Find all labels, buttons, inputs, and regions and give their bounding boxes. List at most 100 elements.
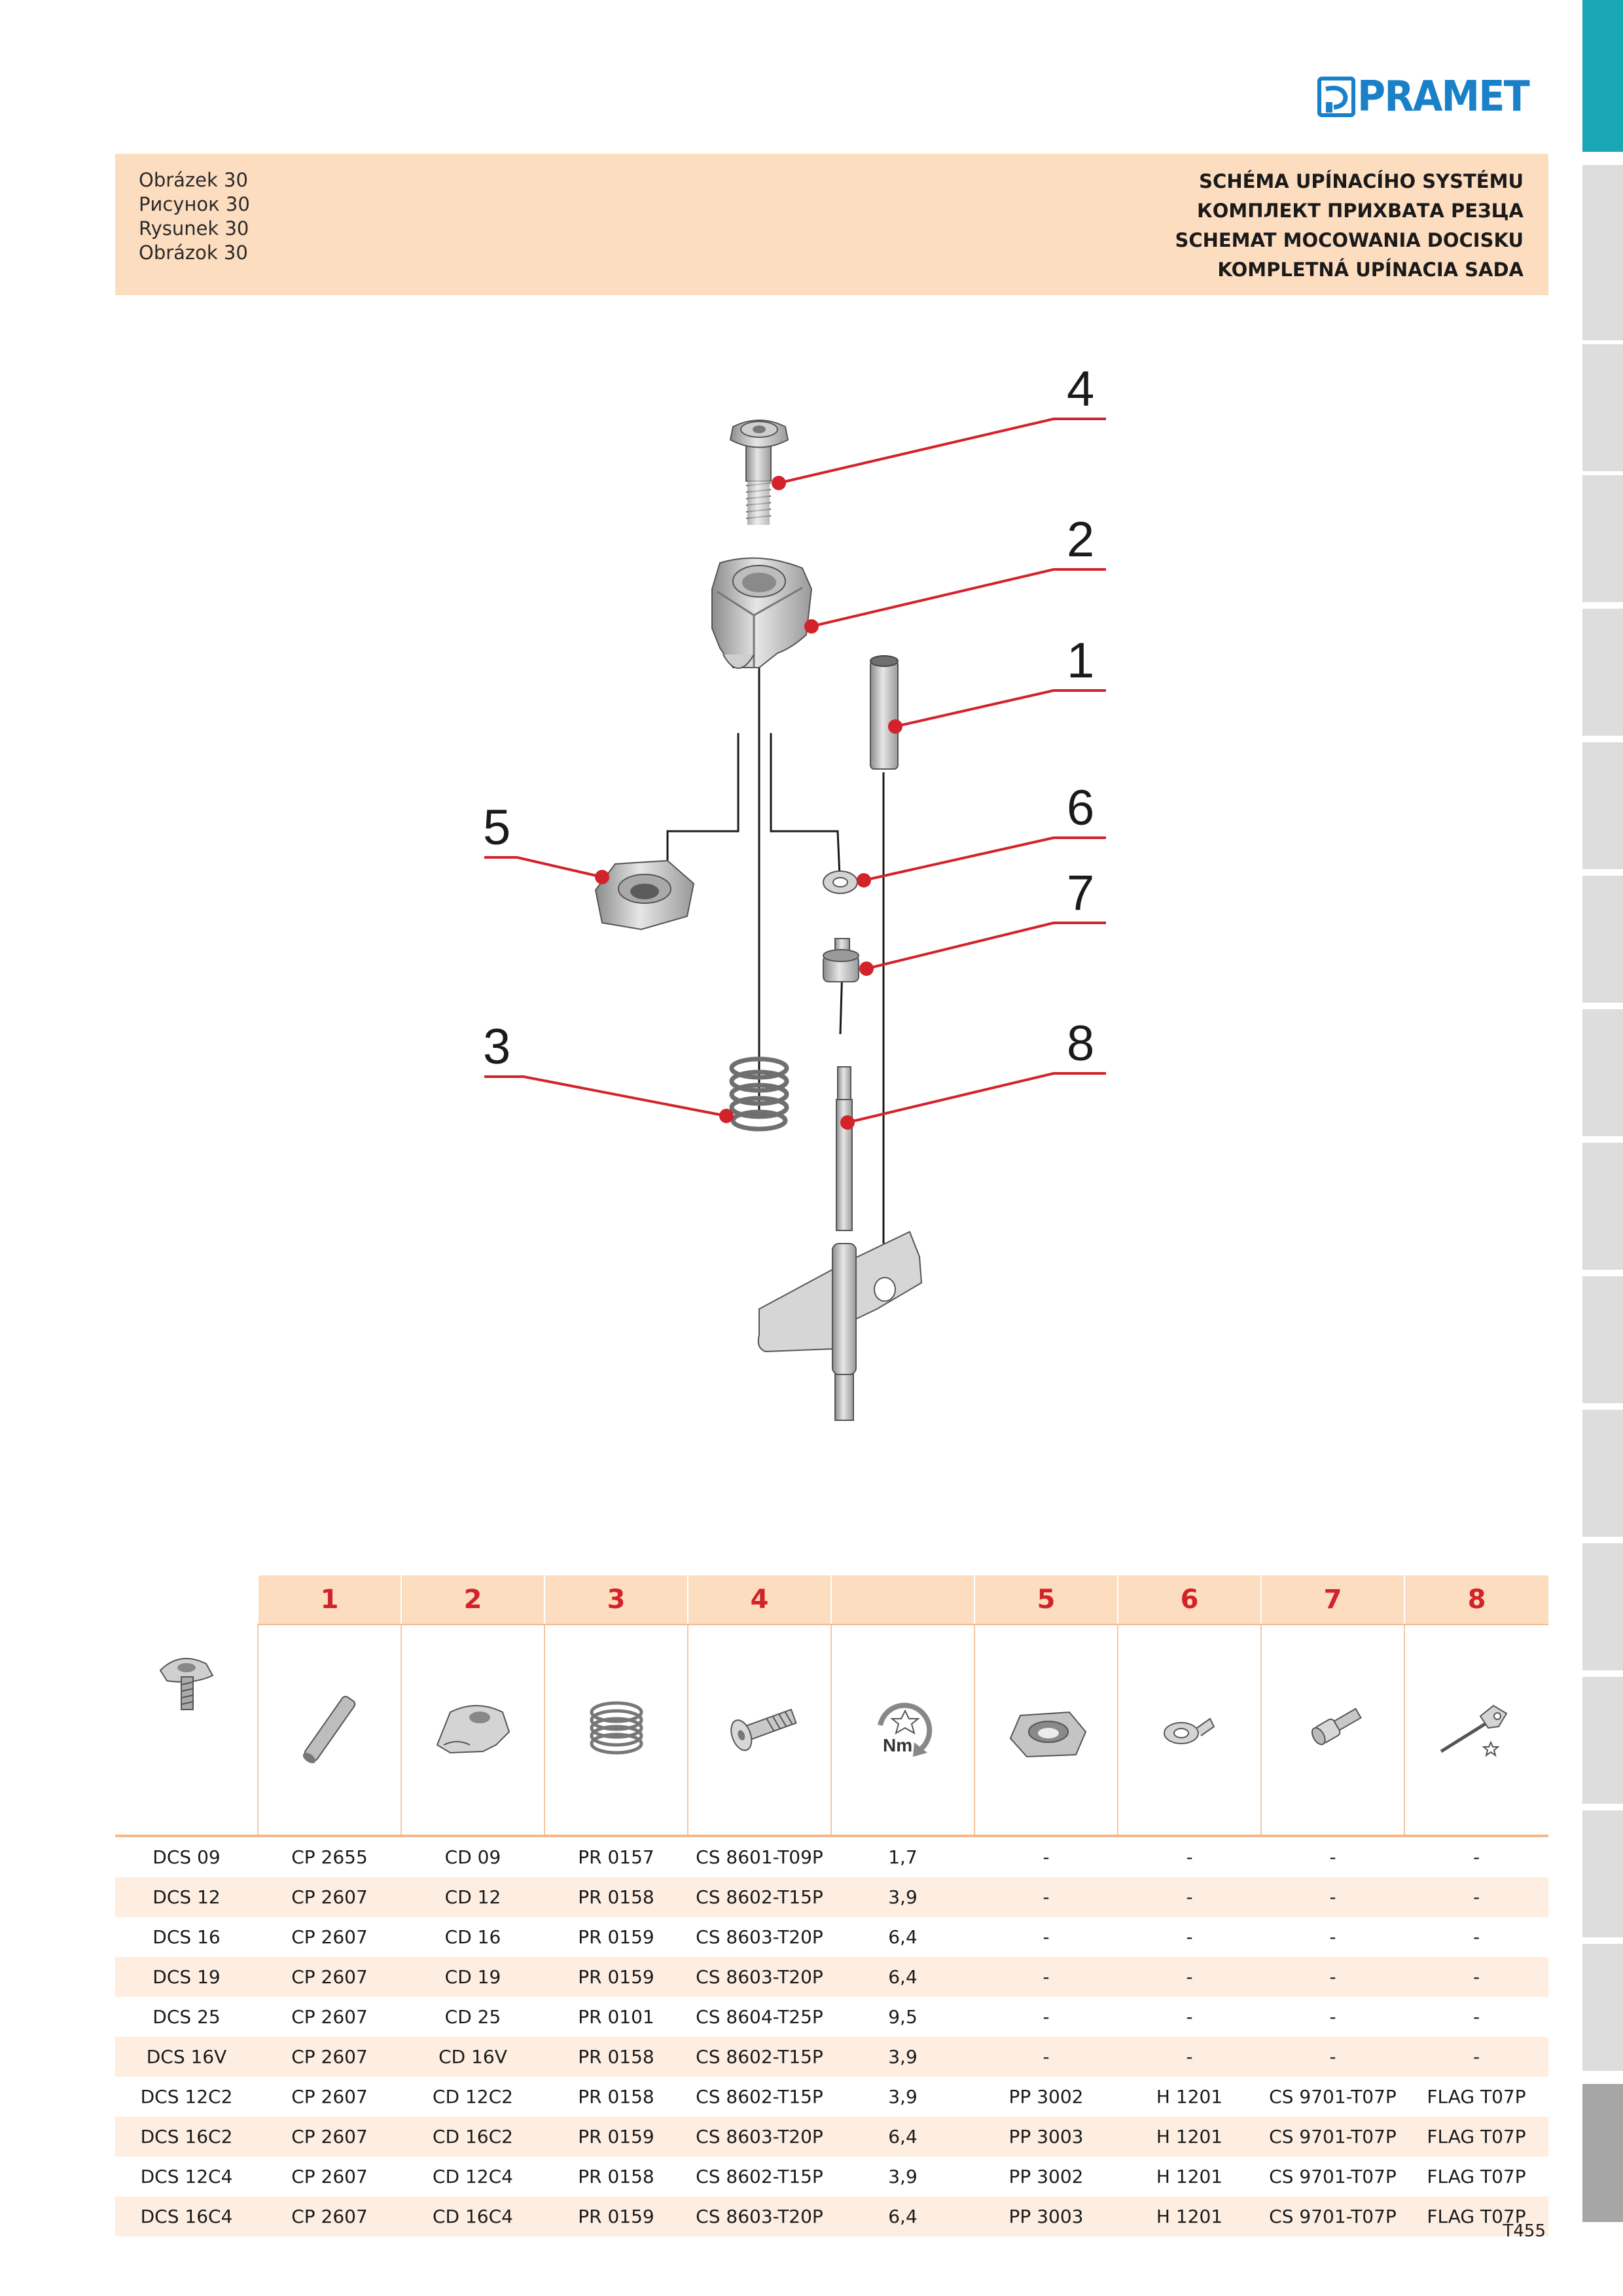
part-5-nut <box>594 859 695 931</box>
page-number: T455 <box>1503 2221 1546 2241</box>
brand-name: PRAMET <box>1357 73 1530 121</box>
callout-numbers: 4 2 1 5 6 7 3 8 <box>483 361 1094 1075</box>
part-2-code: CD 12C4 <box>432 2166 513 2187</box>
figure-header: Obrázek 30 Рисунок 30 Rysunek 30 Obrázok… <box>115 154 1548 295</box>
pramet-logo: PRAMET <box>1317 73 1552 120</box>
part-4-code: CS 8602-T15P <box>688 2037 831 2077</box>
torque-value: 1,7 <box>888 1846 918 1868</box>
figure-title-sk: KOMPLETNÁ UPÍNACIA SADA <box>1217 259 1524 281</box>
washer-icon <box>1117 1624 1261 1837</box>
part-5-code: - <box>1043 2006 1050 2028</box>
part-5-code: - <box>974 1957 1118 1997</box>
corner-header <box>115 1575 258 1624</box>
part-7-code: - <box>1261 2037 1404 2077</box>
part-1-code: CP 2607 <box>258 2037 401 2077</box>
part-5-code: PP 3003 <box>974 2117 1118 2157</box>
section-tab[interactable] <box>1582 1143 1623 1270</box>
part-1-code: CP 2607 <box>291 2166 368 2187</box>
part-8-code: - <box>1404 1957 1548 1997</box>
section-tab[interactable] <box>1582 742 1623 869</box>
clamp-icon <box>401 1624 544 1837</box>
part-7-code: CS 9701-T07P <box>1269 2086 1397 2108</box>
tool-code: DCS 12C2 <box>140 2086 233 2108</box>
section-tab[interactable] <box>1582 344 1623 471</box>
tool-code: DCS 16C2 <box>115 2117 258 2157</box>
part-6-code: - <box>1118 2037 1261 2077</box>
callout-dots <box>595 476 902 1130</box>
part-1-code: CP 2607 <box>291 2006 368 2028</box>
section-tab[interactable] <box>1582 1810 1623 1937</box>
column-header-3: 3 <box>544 1575 688 1625</box>
figure-label-pl: Rysunek 30 <box>139 217 249 240</box>
column-header-1: 1 <box>257 1575 401 1625</box>
column-header-5: 5 <box>974 1575 1118 1625</box>
tool-code: DCS 16C4 <box>115 2197 258 2236</box>
torque-value: 3,9 <box>831 1877 974 1917</box>
callout-6: 6 <box>1067 780 1094 836</box>
part-8-code: - <box>1472 1846 1480 1868</box>
callout-3: 3 <box>483 1019 510 1075</box>
part-4-code: CS 8602-T15P <box>696 2166 823 2187</box>
part-1-code: CP 2607 <box>258 1877 401 1917</box>
column-header-6: 6 <box>1117 1575 1261 1625</box>
part-7-code: - <box>1329 1846 1336 1868</box>
part-4-code: CS 8603-T20P <box>696 1926 823 1948</box>
part-8-code: FLAG T07P <box>1427 2086 1526 2108</box>
section-tab[interactable] <box>1582 876 1623 1003</box>
section-tab[interactable] <box>1582 1276 1623 1403</box>
part-4-screw <box>729 420 789 525</box>
part-2-code: CD 19 <box>401 1957 544 1997</box>
section-tab[interactable] <box>1582 609 1623 736</box>
section-tab[interactable] <box>1582 1677 1623 1804</box>
part-7-code: CS 9701-T07P <box>1261 2117 1404 2157</box>
part-8-code: - <box>1472 1926 1480 1948</box>
part-5-code: - <box>974 1877 1118 1917</box>
figure-title-block: SCHÉMA UPÍNACÍHO SYSTÉMU КОМПЛЕКТ ПРИХВА… <box>1175 167 1524 285</box>
torque-value: 3,9 <box>831 2037 974 2077</box>
part-3-code: PR 0159 <box>544 2117 688 2157</box>
part-4-code: CS 8603-T20P <box>688 2197 831 2236</box>
torque-value: 3,9 <box>888 2166 918 2187</box>
part-8-flag-key <box>757 1066 923 1421</box>
small-screw-icon <box>1260 1624 1404 1837</box>
part-6-code: H 1201 <box>1156 2166 1223 2187</box>
callout-2: 2 <box>1067 512 1094 567</box>
part-1-code: CP 2607 <box>291 2086 368 2108</box>
torque-unit-label: Nm <box>883 1735 912 1755</box>
section-tab[interactable] <box>1582 1410 1623 1537</box>
column-header-7: 7 <box>1260 1575 1404 1625</box>
section-tab-current[interactable] <box>1582 2084 1623 2222</box>
part-1-code: CP 2655 <box>291 1846 368 1868</box>
section-tab-active[interactable] <box>1582 0 1623 152</box>
part-4-code: CS 8604-T25P <box>696 2006 823 2028</box>
figure-label-ru: Рисунок 30 <box>139 193 250 215</box>
section-tab[interactable] <box>1582 1944 1623 2071</box>
part-image-row: Nm <box>115 1624 1548 1837</box>
part-3-code: PR 0101 <box>578 2006 654 2028</box>
part-3-spring <box>729 1056 789 1132</box>
part-6-code: H 1201 <box>1118 2117 1261 2157</box>
part-3-code: PR 0158 <box>578 2086 654 2108</box>
section-tab[interactable] <box>1582 475 1623 602</box>
figure-title-cz: SCHÉMA UPÍNACÍHO SYSTÉMU <box>1199 170 1524 192</box>
nut-icon <box>974 1624 1118 1837</box>
part-3-code: PR 0159 <box>544 2197 688 2236</box>
section-tab[interactable] <box>1582 165 1623 340</box>
section-tab[interactable] <box>1582 1543 1623 1670</box>
part-5-code: - <box>1043 1926 1050 1948</box>
part-2-code: CD 12C2 <box>432 2086 513 2108</box>
part-4-code: CS 8603-T20P <box>688 1957 831 1997</box>
part-3-code: PR 0158 <box>544 1877 688 1917</box>
torque-icon: Nm <box>830 1624 974 1837</box>
part-2-code: CD 09 <box>444 1846 501 1868</box>
section-tab[interactable] <box>1582 1009 1623 1136</box>
